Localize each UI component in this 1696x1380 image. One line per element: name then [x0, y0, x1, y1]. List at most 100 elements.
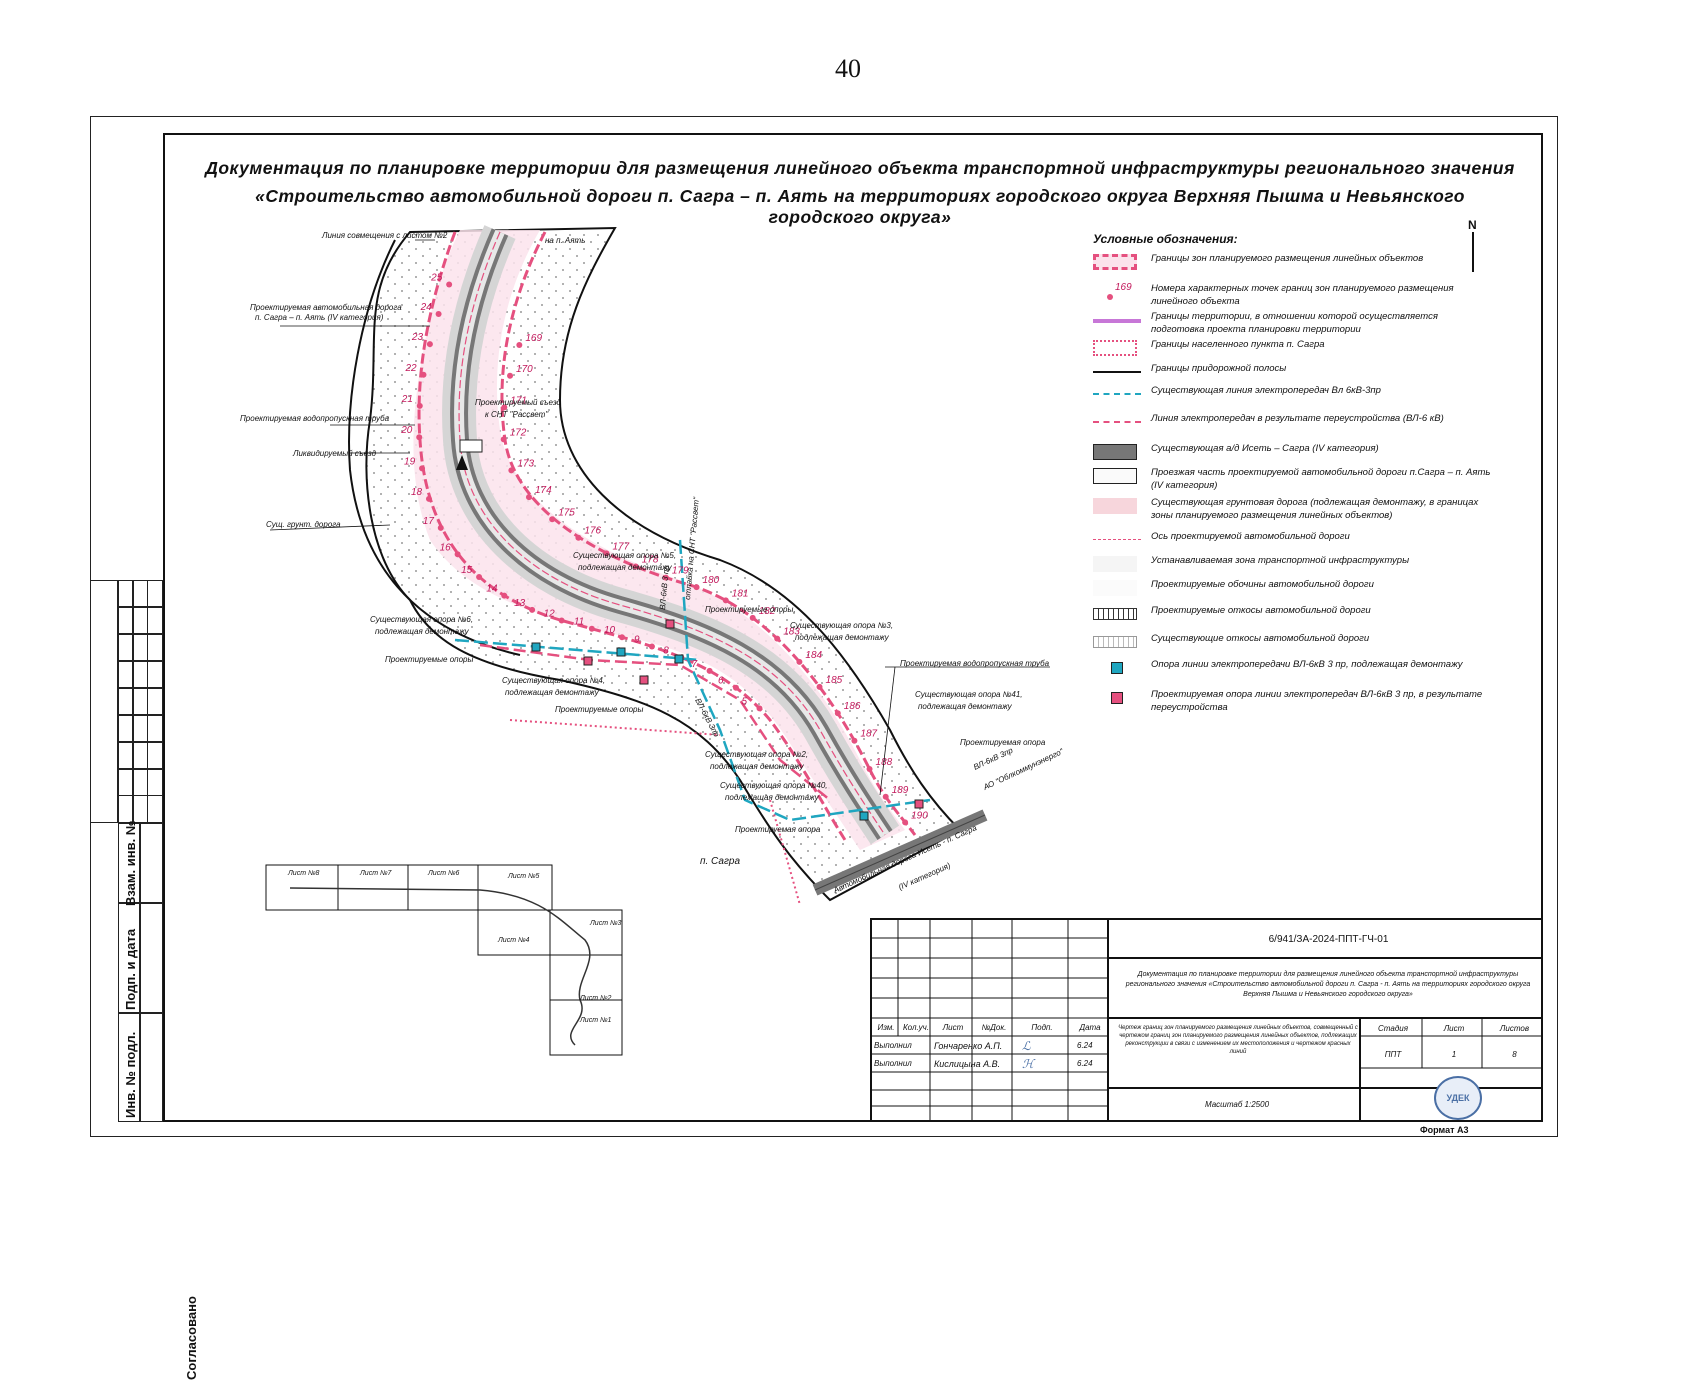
road-axis	[458, 231, 886, 836]
hdr-izm: Изм.	[877, 1023, 895, 1032]
zone-point-label: 6	[718, 676, 724, 687]
zone-point-label: 13	[514, 598, 526, 609]
zone-point-label: 183	[783, 627, 800, 638]
legend-symbol-icon	[1093, 554, 1141, 574]
existing-road-label-b: (IV категория)	[897, 861, 952, 892]
zone-point	[632, 563, 639, 570]
row1-date: 6.24	[1077, 1041, 1093, 1050]
stage-value: ППТ	[1384, 1050, 1402, 1059]
hdr-kol: Кол.уч.	[902, 1023, 930, 1032]
zone-point	[619, 634, 626, 641]
legend-text: Проезжая часть проектируемой автомобильн…	[1151, 467, 1491, 491]
zone-point-label: 185	[826, 675, 843, 686]
hdr-list: Лист	[942, 1023, 964, 1032]
zone-point	[558, 617, 565, 624]
zone-point	[722, 597, 729, 604]
exit-label-2: к СНТ "Рассвет"	[485, 410, 549, 419]
zone-point-label: 169	[525, 333, 542, 344]
zone-point-label: 11	[574, 617, 584, 628]
zone-point-label: 15	[461, 565, 473, 576]
legend-symbol-icon	[1093, 496, 1141, 516]
legend-symbol-icon	[1093, 442, 1141, 462]
pole41-label-a: Существующая опора №41,	[915, 690, 1023, 699]
legend-symbol-icon	[1093, 658, 1141, 678]
pole6-label-a: Существующая опора №6,	[370, 615, 473, 624]
sheets-header: Листов	[1499, 1024, 1530, 1033]
drawing-title: Чертеж границ зон планируемого размещени…	[1118, 1025, 1358, 1055]
hdr-doc: №Док.	[981, 1023, 1007, 1032]
zone-point-label: 189	[892, 785, 909, 796]
zone-point-label: 172	[510, 427, 527, 438]
legend-item: Проезжая часть проектируемой автомобильн…	[1093, 466, 1491, 492]
zone-point-label: 20	[400, 425, 413, 436]
zone-point	[507, 372, 514, 379]
poles-proj-label-2: Проектируемые опоры	[385, 655, 473, 664]
zone-point-label: 190	[911, 810, 928, 821]
sheet-5: Лист №5	[507, 873, 540, 880]
sheet-header: Лист	[1443, 1024, 1465, 1033]
legend-symbol-icon	[1093, 578, 1141, 598]
zone-point	[501, 592, 508, 599]
zone-point	[501, 404, 508, 411]
row1-name: Гончаренко А.П.	[934, 1041, 1003, 1051]
pole-proj-label: Проектируемая опора	[960, 738, 1046, 747]
inv-orig-value	[140, 1013, 163, 1122]
legend-text: Проектируемые обочины автомобильной доро…	[1151, 579, 1374, 590]
legend-item: Проектируемые обочины автомобильной доро…	[1093, 578, 1491, 598]
legend-text: Линия электропередач в результате переус…	[1151, 413, 1444, 424]
zone-point-label: 5	[742, 696, 748, 707]
pole3-label-a: Существующая опора №3,	[790, 621, 893, 630]
agreed-row-5	[118, 688, 163, 715]
legend-symbol-icon	[1093, 362, 1141, 382]
pole40-label-b: подлежащая демонтажу	[725, 793, 820, 802]
zone-point-label: 177	[612, 541, 629, 552]
legend-text: Существующая грунтовая дорога (подлежаща…	[1151, 497, 1479, 521]
legend-symbol-icon	[1093, 632, 1141, 652]
zone-point	[796, 658, 803, 665]
legend-item: Опора линии электропередачи ВЛ-6кВ 3 пр,…	[1093, 658, 1491, 678]
pole-proj-label-2: Проектируемая опора	[735, 825, 821, 834]
zone-point	[588, 625, 595, 632]
zone-point-label: 16	[440, 542, 452, 553]
pole-new	[639, 675, 649, 685]
sheet-8: Лист №8	[287, 870, 320, 877]
zone-point	[420, 371, 427, 378]
legend-symbol-icon	[1093, 466, 1141, 486]
sign-date-cell	[118, 903, 140, 1013]
title-line-1: Документация по планировке территории дл…	[205, 158, 1515, 178]
legend-item: Существующая линия электропередач Вл 6кВ…	[1093, 384, 1491, 404]
pole-demolish	[674, 654, 684, 664]
culvert-label-2: Проектируемая водопропускная труба	[900, 659, 1050, 668]
legend-text: Существующая а/д Исеть – Сагра (IV катег…	[1151, 443, 1379, 454]
row2-role: Выполнил	[874, 1059, 912, 1068]
zone-point-label: 21	[401, 394, 413, 405]
approval-sidebar: Согласовано	[90, 580, 199, 1380]
row2-date: 6.24	[1077, 1059, 1093, 1068]
zone-point	[549, 516, 556, 523]
title-block: Изм. Кол.уч. Лист №Док. Подп. Дата Выпол…	[870, 918, 1543, 1122]
existing-power-line-branch	[678, 539, 931, 822]
row2-name: Кислицына А.В.	[934, 1059, 1001, 1069]
zone-point-label: 22	[404, 363, 417, 374]
zone-point	[866, 766, 873, 773]
agreed-row-2	[118, 607, 163, 634]
format-label: Формат А3	[1420, 1125, 1469, 1135]
pole-demolish	[859, 811, 869, 821]
zone-point-label: 176	[584, 526, 601, 537]
doc-description: Документация по планировке территории дл…	[1125, 971, 1531, 998]
zone-point-label: 18	[411, 487, 423, 498]
legend-text: Ось проектируемой автомобильной дороги	[1151, 531, 1350, 542]
existing-power-line	[454, 638, 701, 662]
legend-text: Проектируемые откосы автомобильной дорог…	[1151, 605, 1371, 616]
zone-point-label: 182	[759, 606, 776, 617]
legend-item: Ось проектируемой автомобильной дороги	[1093, 530, 1491, 550]
replace-inv-value	[140, 823, 163, 903]
north-label: N	[1468, 218, 1477, 232]
legend-symbol-icon	[1093, 310, 1141, 330]
zone-point	[476, 574, 483, 581]
zone-point	[416, 402, 423, 409]
sheet-value: 1	[1451, 1050, 1457, 1059]
row2-signature: ℋ	[1022, 1057, 1034, 1071]
